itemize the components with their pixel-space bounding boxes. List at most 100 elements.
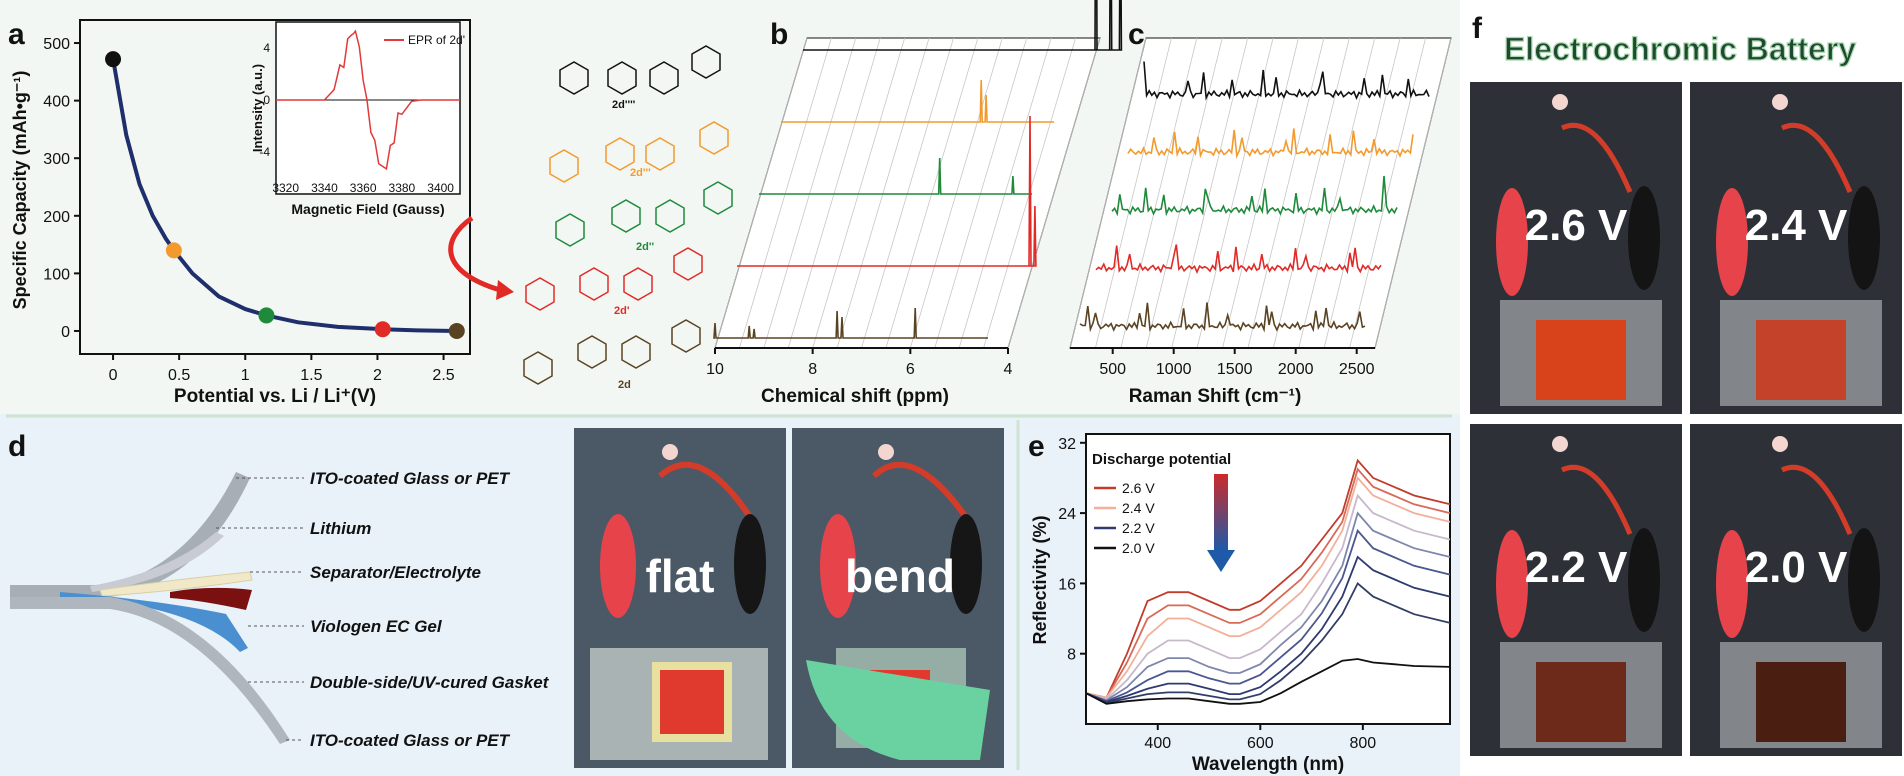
panel-b-xlabel: Chemical shift (ppm)	[761, 386, 949, 407]
layer-label: Viologen EC Gel	[310, 617, 443, 636]
photo-device	[1536, 662, 1626, 742]
b-gridline	[836, 37, 930, 349]
e-ytick-label: 24	[1058, 506, 1076, 523]
c-xtick-label: 1000	[1156, 361, 1192, 378]
legend-label: 2.2 V	[1122, 520, 1155, 536]
panel-f-title-bg	[1492, 22, 1870, 72]
layer-viologen-gel	[170, 587, 252, 610]
a-ytick-label: 400	[43, 94, 70, 111]
b-gridline	[958, 37, 1052, 349]
photo-clip-red	[1496, 188, 1528, 296]
photo-wire	[1560, 122, 1633, 193]
battery-photo: 2.4 V	[1690, 82, 1902, 414]
molecular-structures: 2d'''' 2d''' 2d'' 2d' 2d	[448, 45, 733, 391]
panel-e-ylabel: Reflectivity (%)	[1030, 515, 1050, 644]
photo-device	[1536, 320, 1626, 400]
nmr-trace	[781, 79, 1054, 123]
structure-2d-4: 2d''''	[559, 45, 721, 111]
panel-letter-e: e	[1028, 430, 1045, 463]
reduction-arrow	[448, 215, 501, 293]
c-xtick-label: 2500	[1339, 361, 1375, 378]
a-xtick-label: 0	[109, 367, 118, 384]
a-xtick-label: 2	[373, 367, 382, 384]
raman-trace	[1111, 175, 1398, 217]
panel-e-xlabel: Wavelength (nm)	[1192, 754, 1344, 775]
b-gridline	[787, 37, 881, 349]
reflectivity-trace	[1085, 511, 1451, 702]
panel-a-frame	[79, 19, 471, 355]
c-gridline	[1095, 37, 1172, 349]
b-gridline	[1007, 37, 1101, 349]
photo-wire	[1780, 464, 1853, 535]
panel-a-xlabel: Potential vs. Li / Li⁺(V)	[174, 386, 376, 407]
battery-photo: 2.0 V	[1690, 424, 1902, 756]
epr-legend-label: EPR of 2d'	[408, 33, 465, 47]
e-xtick-label: 600	[1247, 735, 1274, 752]
reflectivity-trace	[1085, 467, 1451, 699]
nmr-trace	[737, 115, 1037, 267]
capacity-marker	[165, 242, 182, 259]
raman-trace	[1143, 61, 1430, 101]
inset-xtick-label: 3400	[427, 181, 454, 195]
photo-wire	[1780, 122, 1853, 193]
photo-voltage-label: 2.0 V	[1745, 543, 1848, 592]
reflectivity-trace	[1085, 458, 1451, 699]
photo-voltage-label: 2.2 V	[1525, 543, 1628, 592]
photo-led	[1552, 94, 1568, 110]
inset-xtick-label: 3380	[389, 181, 416, 195]
battery-photo: 2.2 V	[1470, 424, 1682, 756]
c-gridline	[1069, 37, 1147, 349]
capacity-marker	[258, 307, 275, 324]
reflectivity-trace	[1085, 581, 1451, 704]
capacity-marker	[448, 322, 465, 339]
inset-ytick-label: -4	[259, 145, 270, 159]
e-ytick-label: 16	[1058, 576, 1076, 593]
b-gridline	[861, 37, 954, 349]
a-xtick-label: 0.5	[168, 367, 190, 384]
panel-a-ylabel: Specific Capacity (mAh•g⁻¹)	[10, 71, 30, 310]
b-xtick-label: 8	[808, 361, 817, 378]
layer-ito-top	[10, 472, 250, 597]
inset-xtick-label: 3360	[350, 181, 377, 195]
a-ytick-label: 500	[43, 36, 70, 53]
photo-voltage-label: 2.4 V	[1745, 201, 1848, 250]
reflectivity-trace	[1085, 476, 1451, 699]
raman-trace	[1095, 244, 1382, 275]
structure-2d-3: 2d'''	[549, 121, 729, 183]
photo-clip-black	[1848, 528, 1880, 632]
photo-clip-black	[1628, 186, 1660, 290]
b-gridline	[812, 37, 906, 349]
a-ytick-label: 0	[61, 324, 70, 341]
raman-trace	[1079, 302, 1366, 333]
inset-ylabel: Intensity (a.u.)	[250, 64, 265, 152]
c-xtick-label: 500	[1099, 361, 1126, 378]
layer-label: Lithium	[310, 519, 371, 538]
c-gridline	[1272, 37, 1350, 349]
layer-label: ITO-coated Glass or PET	[310, 469, 511, 488]
photo-led	[1552, 436, 1568, 452]
b-gridline	[934, 37, 1028, 349]
photo-led	[1772, 94, 1788, 110]
b-gridline	[885, 37, 979, 349]
c-gridline	[1145, 37, 1223, 349]
raman-trace	[1127, 128, 1414, 159]
c-xtick-label: 1500	[1217, 361, 1253, 378]
inset-xtick-label: 3340	[311, 181, 338, 195]
panel-letter-d: d	[8, 430, 26, 463]
layer-label: ITO-coated Glass or PET	[310, 731, 511, 750]
b-gridline	[739, 37, 832, 349]
inset-xlabel: Magnetic Field (Gauss)	[291, 201, 444, 217]
panel-d-diagram: ITO-coated Glass or PETLithiumSeparator/…	[10, 469, 550, 750]
c-xtick-label: 2000	[1278, 361, 1314, 378]
panel-e-frame	[1085, 433, 1451, 725]
b-xtick-label: 6	[906, 361, 915, 378]
reflectivity-trace	[1085, 493, 1451, 701]
photo-voltage-label: 2.6 V	[1525, 201, 1628, 250]
reflectivity-trace	[1085, 528, 1451, 703]
structure-label: 2d''''	[612, 99, 636, 111]
photo-clip-black	[1628, 528, 1660, 632]
e-xtick-label: 800	[1349, 735, 1376, 752]
